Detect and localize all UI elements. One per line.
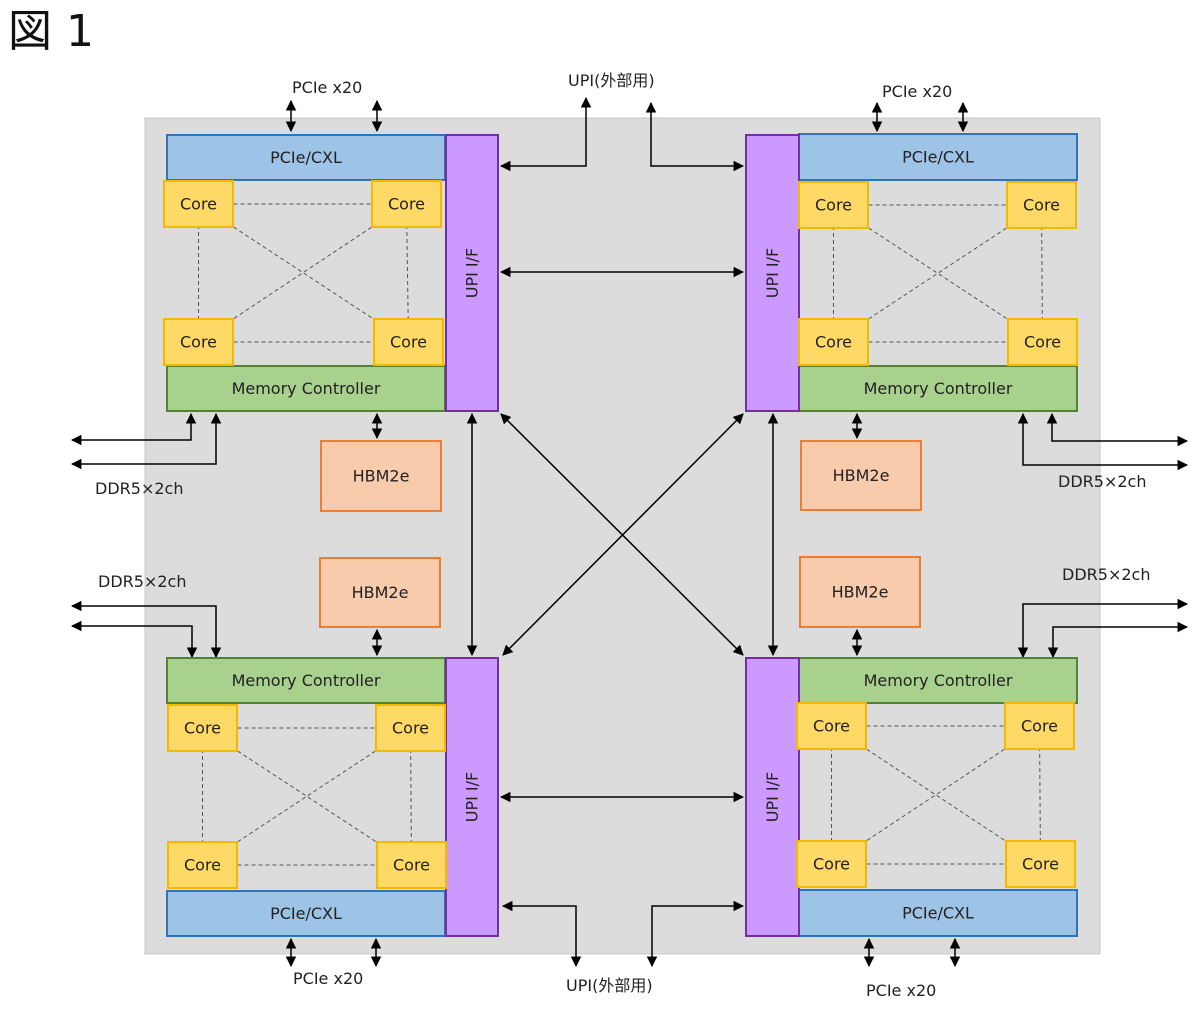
core-block-bottom-right-1 [796, 702, 867, 750]
core-label-top-left-4: Core [390, 333, 427, 352]
pcie-link-label-bottom-left: PCIe x20 [293, 969, 363, 988]
core-block-top-left-1 [163, 180, 234, 228]
memory-controller-block-bottom-right [798, 657, 1078, 704]
core-label-top-right-3: Core [815, 333, 852, 352]
core-label-bottom-right-4: Core [1022, 855, 1059, 874]
external-labels: PCIe x20 PCIe x20 PCIe x20 PCIe x20 UPI(… [95, 71, 1150, 1000]
core-label-bottom-right-2: Core [1021, 717, 1058, 736]
upi-if-block-top-right [745, 134, 800, 412]
upi-external-arrow-top-right [645, 101, 745, 172]
pcie-cxl-block-top-left [166, 134, 446, 181]
upi-if-label-bottom-right: UPI I/F [763, 772, 782, 822]
core-block-top-right-4 [1007, 318, 1078, 366]
core-block-top-left-2 [371, 180, 442, 228]
figure-label: 図 1 [8, 6, 94, 57]
core-block-bottom-right-2 [1004, 702, 1075, 750]
memory-controller-label-bottom-left: Memory Controller [232, 671, 381, 690]
core-block-bottom-right-3 [796, 840, 867, 888]
core-label-top-left-1: Core [180, 195, 217, 214]
upi-external-arrow-bottom-left [501, 900, 582, 968]
ddr-arrow-bl-2 [70, 620, 198, 659]
memory-controller-block-top-left [166, 365, 446, 412]
hbm2e-label-bottom-right: HBM2e [832, 583, 889, 602]
ddr-label-top-left: DDR5×2ch [95, 479, 183, 498]
upi-if-block-bottom-left [445, 657, 499, 937]
core-label-top-left-3: Core [180, 333, 217, 352]
core-label-top-right-1: Core [815, 196, 852, 215]
ddr-label-bottom-left: DDR5×2ch [98, 572, 186, 591]
core-label-bottom-left-4: Core [393, 856, 430, 875]
upi-if-label-bottom-left: UPI I/F [463, 772, 482, 822]
memory-controller-block-top-right [798, 365, 1078, 412]
ddr-arrow-br-2 [1047, 621, 1189, 659]
ddr-arrow-tr-2 [1017, 412, 1189, 471]
core-label-top-left-2: Core [388, 195, 425, 214]
hbm2e-label-top-right: HBM2e [833, 466, 890, 485]
memory-controller-label-top-right: Memory Controller [864, 379, 1013, 398]
core-block-top-left-4 [373, 318, 444, 366]
core-block-bottom-left-1 [167, 704, 238, 752]
ddr-label-bottom-right: DDR5×2ch [1062, 565, 1150, 584]
pcie-link-label-top-right: PCIe x20 [882, 82, 952, 101]
ddr-label-top-right: DDR5×2ch [1058, 472, 1146, 491]
pcie-link-label-top-left: PCIe x20 [292, 78, 362, 97]
upi-external-arrow-bottom-right [646, 900, 745, 968]
pcie-link-label-bottom-right: PCIe x20 [866, 981, 936, 1000]
upi-if-label-top-left: UPI I/F [463, 248, 482, 298]
core-block-top-left-3 [163, 318, 234, 366]
core-label-top-right-4: Core [1024, 333, 1061, 352]
core-label-bottom-right-3: Core [813, 855, 850, 874]
pcie-cxl-label-bottom-left: PCIe/CXL [270, 904, 342, 923]
upi-if-block-top-left [445, 134, 499, 412]
upi-if-block-bottom-right [745, 657, 800, 937]
core-block-top-right-2 [1006, 181, 1077, 229]
hbm2e-block-top-right [800, 440, 922, 511]
core-label-bottom-right-1: Core [813, 717, 850, 736]
pcie-cxl-block-bottom-left [166, 890, 446, 937]
memory-controller-label-top-left: Memory Controller [232, 379, 381, 398]
core-block-bottom-left-4 [376, 841, 447, 889]
upi-external-arrow-top-left [499, 96, 592, 172]
upi-external-label-bottom: UPI(外部用) [566, 976, 653, 995]
hbm2e-block-bottom-right [799, 556, 921, 628]
core-label-bottom-left-2: Core [392, 719, 429, 738]
core-label-top-right-2: Core [1023, 196, 1060, 215]
pcie-cxl-label-top-left: PCIe/CXL [270, 148, 342, 167]
pcie-cxl-label-bottom-right: PCIe/CXL [902, 904, 974, 923]
hbm2e-label-top-left: HBM2e [353, 467, 410, 486]
hbm2e-label-bottom-left: HBM2e [352, 583, 409, 602]
core-block-top-right-3 [798, 318, 869, 366]
pcie-cxl-block-bottom-right [798, 889, 1078, 937]
core-label-bottom-left-1: Core [184, 719, 221, 738]
core-block-top-right-1 [798, 181, 869, 229]
ddr-arrow-tl-2 [70, 412, 222, 470]
pcie-cxl-label-top-right: PCIe/CXL [902, 148, 974, 167]
core-block-bottom-left-2 [375, 704, 446, 752]
hbm2e-block-bottom-left [319, 557, 441, 628]
upi-if-label-top-right: UPI I/F [763, 248, 782, 298]
memory-controller-label-bottom-right: Memory Controller [864, 671, 1013, 690]
core-block-bottom-right-4 [1005, 840, 1076, 888]
upi-external-label-top: UPI(外部用) [568, 71, 655, 90]
core-label-bottom-left-3: Core [184, 856, 221, 875]
ddr-arrow-bl-1 [70, 600, 222, 659]
core-block-bottom-left-3 [167, 841, 238, 889]
upi-link-arrow-diag-b [502, 413, 744, 656]
hbm2e-block-top-left [320, 440, 442, 512]
ddr-arrow-br-1 [1017, 598, 1189, 659]
